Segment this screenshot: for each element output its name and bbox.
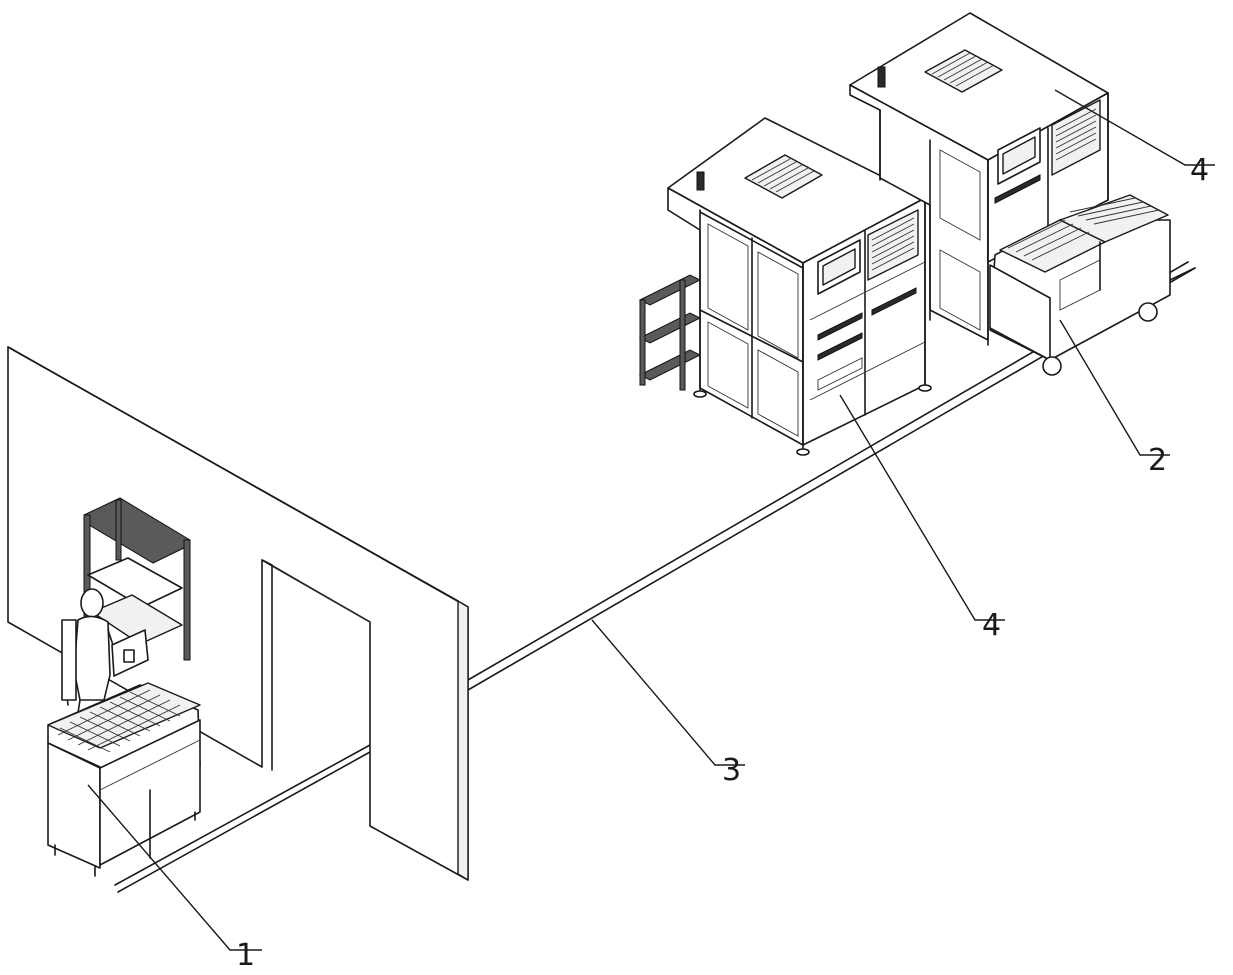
- floor-track-rail: [114, 261, 1196, 893]
- callout-1: 1: [87, 784, 262, 973]
- callout-label-3: 3: [722, 753, 741, 788]
- hmi-screen-rear: [997, 127, 1041, 185]
- callout-2: 2: [1059, 319, 1170, 478]
- processing-machine-front: [638, 117, 932, 456]
- feeder-rack-front: [638, 274, 702, 391]
- callout-label-1: 1: [236, 938, 255, 973]
- callout-3: 3: [591, 619, 745, 788]
- agv-cart: [989, 194, 1196, 376]
- callout-label-2: 2: [1148, 443, 1167, 478]
- partition-wall: [7, 346, 469, 881]
- top-vent-rear: [924, 49, 1003, 93]
- callout-4-rear: 4: [1054, 89, 1215, 188]
- station-monitor: [111, 629, 149, 677]
- shelving-rack: [83, 497, 191, 661]
- cooling-louver-rear: [1051, 99, 1101, 176]
- callout-label-4-front: 4: [982, 608, 1001, 643]
- callout-label-4-rear: 4: [1190, 153, 1209, 188]
- callout-4-front: 4: [839, 394, 1005, 643]
- hmi-screen-front: [817, 239, 861, 295]
- cooling-louver-front: [867, 209, 919, 281]
- top-vent-front: [744, 154, 823, 199]
- tool-bins: [57, 689, 181, 753]
- workbench-cabinet: [47, 682, 201, 877]
- processing-machine-rear: [849, 12, 1109, 346]
